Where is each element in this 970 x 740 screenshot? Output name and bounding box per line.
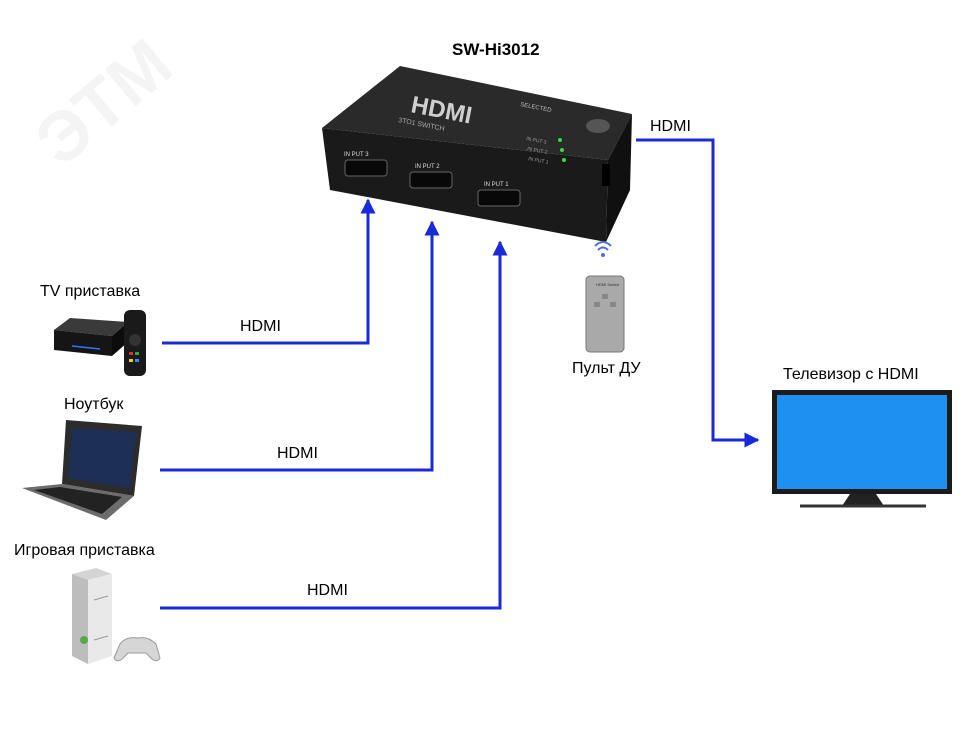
cable-console: [160, 240, 508, 610]
svg-text:IN PUT 1: IN PUT 1: [484, 182, 509, 188]
svg-text:IN PUT 2: IN PUT 2: [527, 146, 548, 156]
remote-top-text: HDMI Switch: [596, 282, 619, 287]
cable-output: [636, 138, 760, 448]
cable-tv-box: [162, 198, 376, 345]
remote-label: Пульт ДУ: [572, 360, 641, 377]
hdmi-port-3: IN PUT 3: [344, 152, 388, 177]
cable-label-console: HDMI: [307, 582, 348, 599]
source-label-tv-box: TV приставка: [40, 283, 141, 300]
led-1: [558, 138, 562, 142]
cable-label-output: HDMI: [650, 118, 691, 135]
svg-text:IN PUT 3: IN PUT 3: [526, 136, 547, 146]
tv-label: Телевизор с HDMI: [783, 366, 919, 383]
svg-text:IN PUT 1: IN PUT 1: [528, 156, 549, 166]
svg-text:IN PUT 3: IN PUT 3: [344, 152, 369, 158]
source-label-laptop: Ноутбук: [64, 396, 124, 413]
select-button[interactable]: [586, 119, 610, 133]
switch-model-title: SW-Hi3012: [452, 40, 540, 59]
hdmi-port-2: IN PUT 2: [409, 164, 453, 189]
source-label-console: Игровая приставка: [14, 542, 155, 559]
led-3: [562, 158, 566, 162]
cable-laptop: [160, 220, 440, 472]
hdmi-port-1: IN PUT 1: [477, 182, 521, 207]
cable-label-tv-box: HDMI: [240, 318, 281, 335]
cable-label-laptop: HDMI: [277, 445, 318, 462]
led-2: [560, 148, 564, 152]
svg-text:IN PUT 2: IN PUT 2: [415, 164, 440, 170]
